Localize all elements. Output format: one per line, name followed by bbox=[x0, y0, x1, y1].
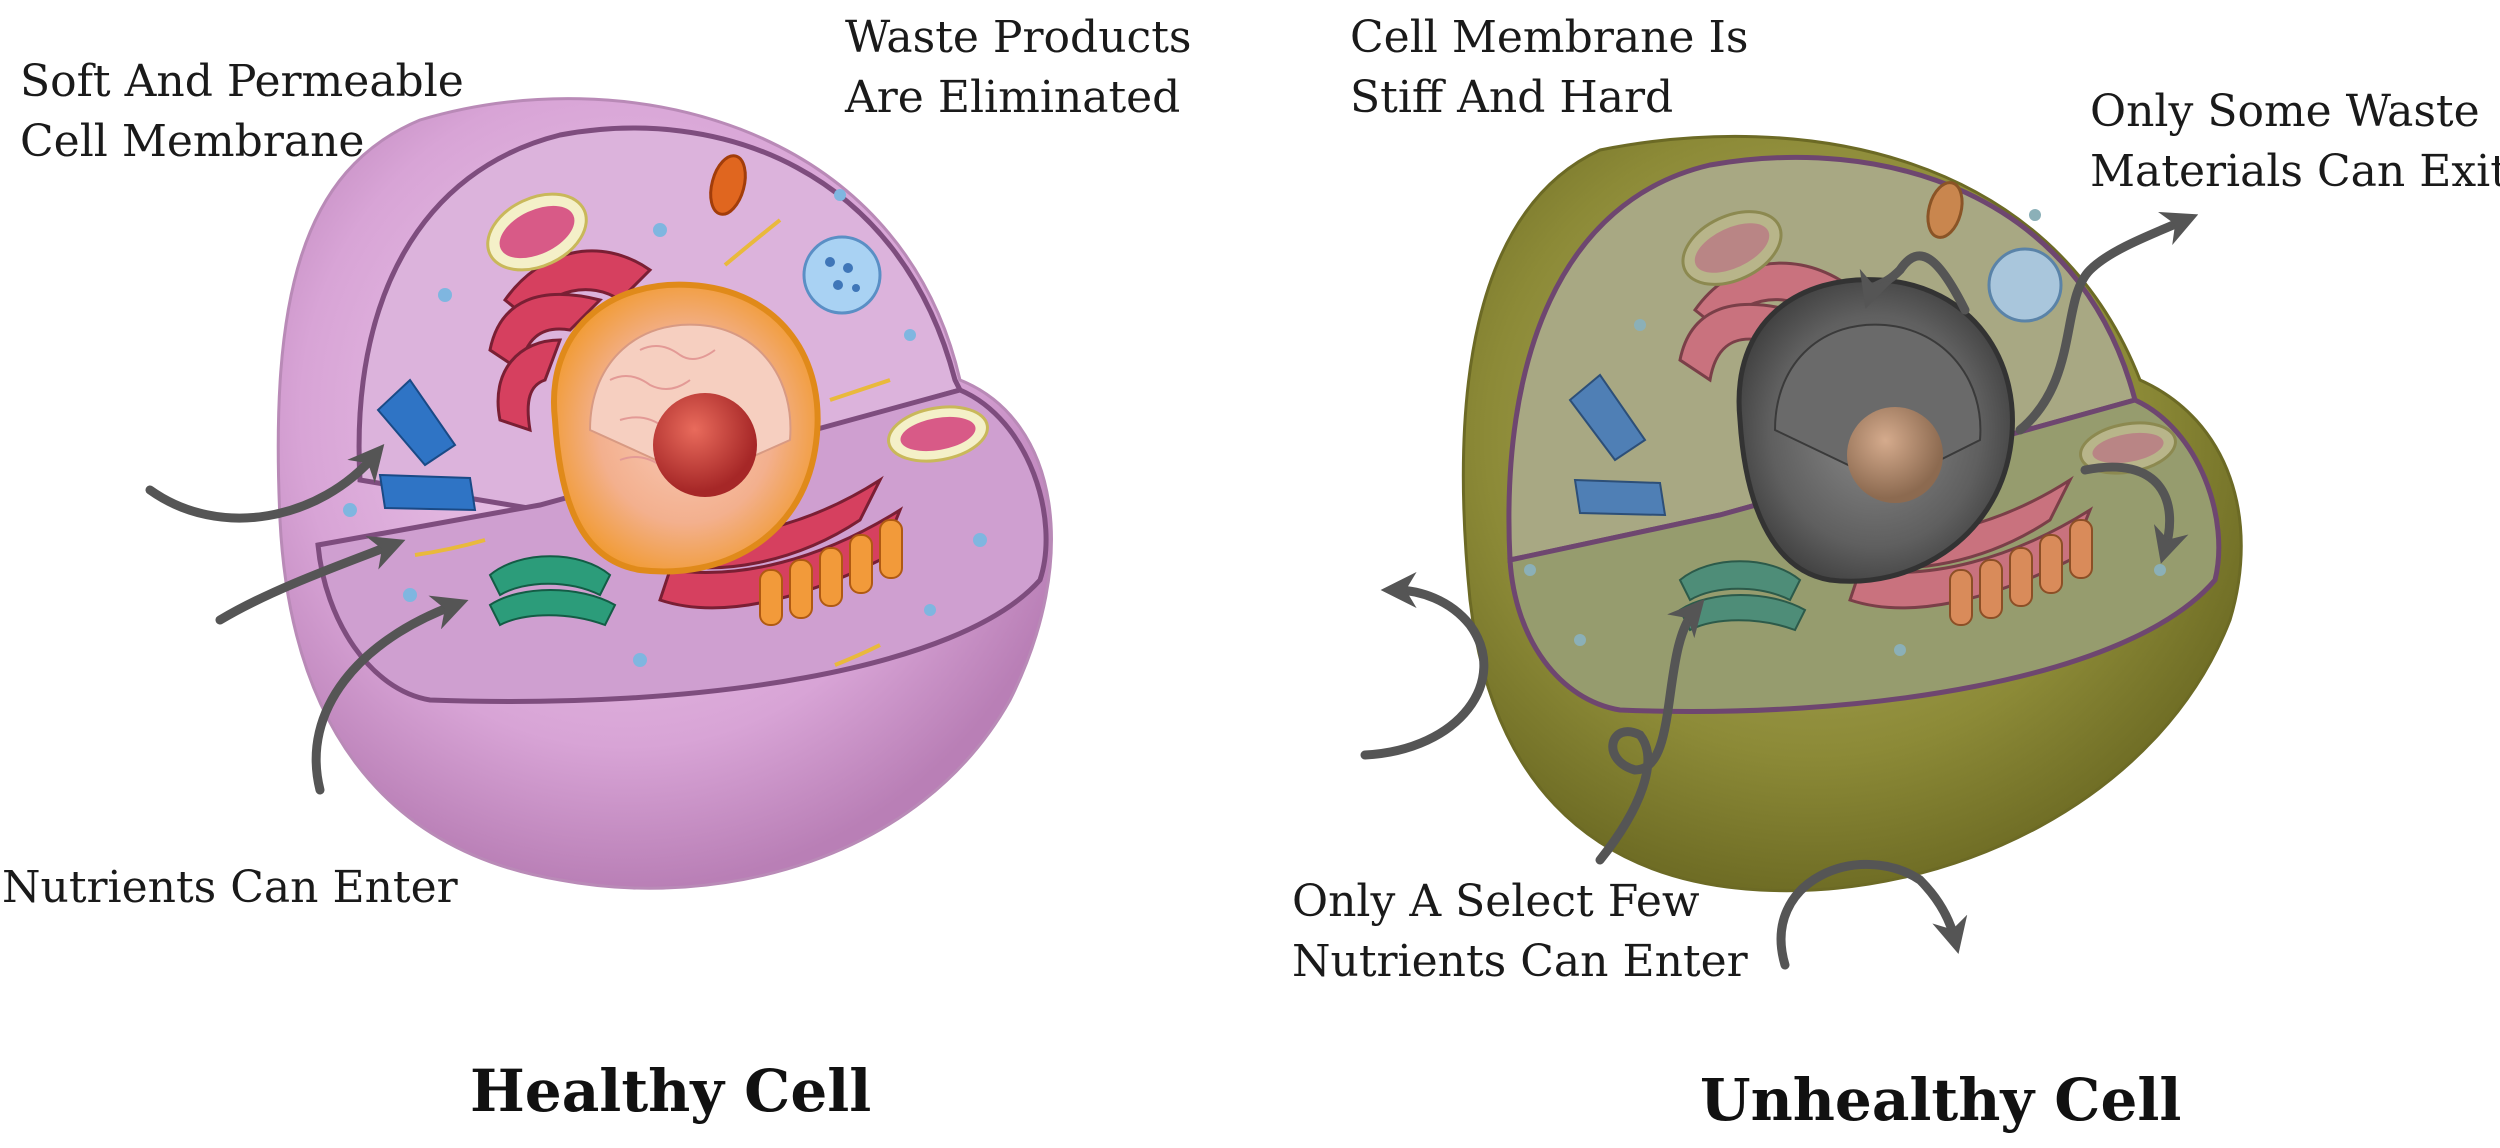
healthy-lysosome bbox=[802, 235, 882, 315]
healthy-membrane-label-line1: Soft And Permeable bbox=[20, 56, 464, 107]
healthy-waste-label-line1: Waste Products bbox=[845, 12, 1192, 63]
healthy-arrow-3 bbox=[311, 595, 469, 795]
healthy-filaments bbox=[414, 218, 891, 667]
healthy-arrows bbox=[145, 444, 469, 795]
healthy-cell-title: Healthy Cell bbox=[470, 1057, 872, 1125]
unhealthy-arrow-waste-return bbox=[2080, 462, 2189, 564]
healthy-membrane-label: Soft And Permeable Cell Membrane bbox=[20, 52, 464, 172]
unhealthy-membrane-label-line2: Stiff And Hard bbox=[1350, 72, 1674, 123]
unhealthy-mitochondrion-1 bbox=[1681, 210, 1783, 286]
healthy-golgi bbox=[488, 555, 617, 627]
unhealthy-membrane-label: Cell Membrane Is Stiff And Hard bbox=[1350, 8, 1748, 128]
unhealthy-waste-label-line1: Only Some Waste bbox=[2090, 86, 2480, 137]
unhealthy-cell bbox=[1461, 134, 2243, 893]
unhealthy-golgi bbox=[1678, 560, 1807, 632]
healthy-arrow-1 bbox=[145, 444, 385, 523]
unhealthy-nucleolus bbox=[1847, 407, 1943, 503]
unhealthy-nutrients-label: Only A Select Few Nutrients Can Enter bbox=[1292, 872, 1748, 992]
healthy-mitochondrion-1 bbox=[486, 192, 588, 272]
healthy-waste-label: Waste Products Are Eliminated bbox=[845, 8, 1191, 128]
unhealthy-lysosome bbox=[1987, 247, 2063, 323]
healthy-orange-organelle bbox=[709, 154, 747, 216]
unhealthy-cell-title: Unhealthy Cell bbox=[1700, 1066, 2182, 1134]
unhealthy-waste-label-line2: Materials Can Exit bbox=[2090, 146, 2500, 197]
unhealthy-tubules bbox=[1949, 519, 2093, 626]
unhealthy-vesicles bbox=[1524, 209, 2166, 656]
healthy-nucleolus bbox=[653, 393, 757, 497]
healthy-arrow-2 bbox=[215, 535, 406, 625]
unhealthy-arrow-waste-exit bbox=[2015, 211, 2199, 435]
unhealthy-arrow-bounce-left bbox=[1360, 572, 1489, 760]
unhealthy-blue-organelles bbox=[1568, 373, 1667, 517]
healthy-mitochondrion-2 bbox=[887, 405, 989, 463]
unhealthy-nutrients-label-line2: Nutrients Can Enter bbox=[1292, 936, 1748, 987]
unhealthy-orange-organelle bbox=[1926, 181, 1964, 239]
unhealthy-arrows bbox=[1360, 211, 2199, 970]
unhealthy-arrow-bounce-bottom bbox=[1776, 860, 1968, 970]
healthy-membrane-label-line2: Cell Membrane bbox=[20, 116, 365, 167]
unhealthy-arrow-waste-internal bbox=[1859, 251, 1970, 315]
unhealthy-membrane-label-line1: Cell Membrane Is bbox=[1350, 12, 1749, 63]
unhealthy-arrow-nutrient-loop bbox=[1595, 599, 1705, 865]
healthy-waste-label-line2: Are Eliminated bbox=[845, 72, 1181, 123]
healthy-nutrients-label: Nutrients Can Enter bbox=[2, 862, 458, 913]
unhealthy-mitochondrion-2 bbox=[2079, 421, 2177, 475]
healthy-cell bbox=[276, 97, 1053, 890]
unhealthy-waste-label: Only Some Waste Materials Can Exit bbox=[2090, 82, 2500, 202]
unhealthy-nutrients-label-line1: Only A Select Few bbox=[1292, 876, 1700, 927]
healthy-tubules bbox=[759, 519, 903, 626]
healthy-blue-organelles bbox=[376, 378, 477, 512]
healthy-lysosome-dots bbox=[825, 257, 860, 292]
